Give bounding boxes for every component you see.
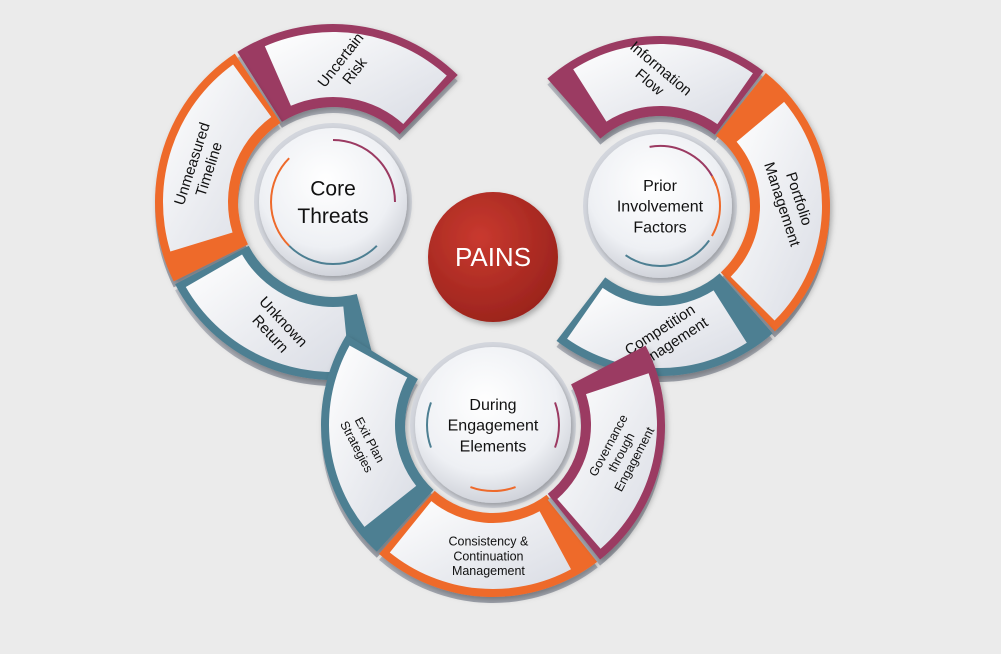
hub-accent-arc <box>332 139 396 203</box>
hub-label-line: During <box>469 397 516 414</box>
hub-label-line: Core <box>310 178 356 201</box>
hub-accent-arc <box>711 175 721 237</box>
segment-face <box>185 254 350 372</box>
prior-involvement-factors-group: InformationFlowPortfolioManagementCompet… <box>547 35 830 382</box>
core-threats-group: UncertainRiskUnmeasuredTimelineUnknownRe… <box>154 24 458 386</box>
hub-label-line: Prior <box>643 178 677 195</box>
segment-information-flow: InformationFlow <box>547 35 764 145</box>
hub-disc <box>415 347 571 503</box>
hub-label-line: Involvement <box>617 199 704 216</box>
hub-label-line: Threats <box>297 205 368 228</box>
segment-face <box>329 345 417 527</box>
segment-face <box>567 287 747 368</box>
hub-accent-arc <box>288 245 378 265</box>
segment-governance-through-engagement: GovernancethroughEngagement <box>547 345 665 566</box>
segment-uncertain-risk: UncertainRisk <box>237 24 458 141</box>
segment-face <box>730 101 822 321</box>
hub-disc <box>259 128 407 276</box>
hub-label-line: Elements <box>460 438 527 455</box>
segment-unmeasured-timeline: UnmeasuredTimeline <box>154 53 281 288</box>
segment-label-line: Consistency & <box>448 535 529 549</box>
hub-accent-arc <box>270 157 290 247</box>
segment-face <box>162 64 272 252</box>
hub-label-line: Engagement <box>448 418 539 435</box>
segment-face <box>389 501 572 589</box>
segment-face <box>264 32 447 124</box>
segment-unknown-return: UnknownReturn <box>175 245 378 386</box>
hub-accent-arc <box>426 402 432 448</box>
hub-label-line: Factors <box>633 219 686 236</box>
segment-exit-plan-strategies: Exit PlanStrategies <box>320 335 434 558</box>
pains-center: PAINS <box>428 192 558 322</box>
segment-label-line: Management <box>452 564 525 578</box>
hub-accent-arc <box>554 402 560 448</box>
hub-accent-arc <box>625 239 710 267</box>
segment-portfolio-management: PortfolioManagement <box>716 72 830 338</box>
hub-disc <box>588 134 732 278</box>
hub-accent-arc <box>470 486 516 492</box>
segment-competition-management: CompetitionManagement <box>556 273 773 382</box>
pains-label: PAINS <box>455 242 531 272</box>
segment-face <box>557 373 657 549</box>
pains-circle <box>428 192 558 322</box>
segment-label-line: Continuation <box>453 549 523 563</box>
segment-face <box>573 43 753 125</box>
